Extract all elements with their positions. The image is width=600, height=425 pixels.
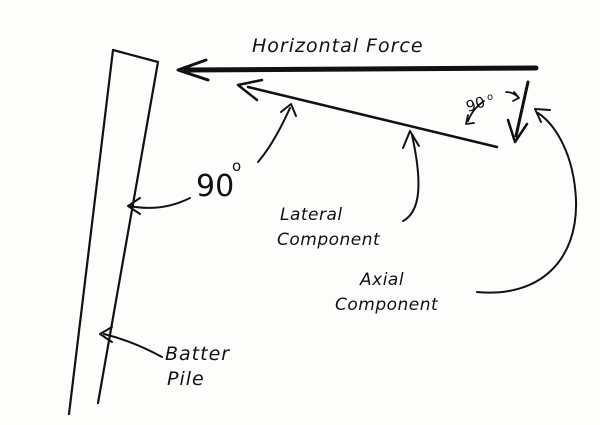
lateral-label-line2: Component (277, 230, 381, 250)
horizontal-force-head (176, 58, 210, 82)
batter-label-line2: Pile (167, 368, 205, 390)
axial-label-line1: Axial (359, 270, 404, 290)
horizontal-force-arrow (176, 58, 539, 82)
pointer-lateral-curve (402, 134, 420, 222)
pointer-lateral-label (402, 130, 420, 222)
angle-marker-left-head (465, 114, 475, 125)
lateral-label-line1: Lateral (280, 205, 343, 225)
pointer-batter-head (99, 326, 113, 343)
pointer-90-to-lateral (257, 103, 297, 163)
pointer-lateral-head (402, 130, 420, 149)
angle-marker-components (465, 91, 520, 125)
pointer-axial-head (534, 108, 551, 123)
pile-top-edge (111, 48, 160, 64)
pointer-batter-label (99, 326, 163, 358)
batter-pile (67, 48, 160, 416)
pile-right-edge (96, 60, 160, 405)
pointer-axial-label (476, 108, 578, 294)
lateral-head (236, 78, 264, 102)
pointer-90-lateral-curve (257, 107, 291, 163)
pointer-axial-curve (476, 112, 578, 294)
pointer-90-pile-curve (129, 197, 191, 209)
axial-head (506, 118, 529, 144)
angle-marker-left-arc (467, 100, 485, 122)
pointer-90-lateral-head (280, 103, 297, 117)
angle-label-pile: 90 (196, 169, 234, 204)
lateral-shaft (246, 85, 499, 149)
pointer-90-to-pile (127, 197, 191, 215)
lateral-component-arrow (236, 78, 499, 149)
axial-component-arrow (506, 80, 530, 144)
axial-shaft (514, 80, 530, 138)
angle-marker-right-head (512, 91, 520, 102)
pointer-90-pile-head (127, 197, 141, 215)
horizontal-force-label: Horizontal Force (252, 35, 424, 57)
batter-label-line1: Batter (165, 343, 230, 365)
pointer-batter-curve (103, 333, 163, 358)
horizontal-force-shaft (183, 65, 539, 73)
angle-label-pile-degree: o (232, 157, 241, 175)
axial-label-line2: Component (335, 295, 439, 315)
angle-label-components-degree: o (487, 92, 493, 103)
angle-label-components: 90 (464, 93, 488, 116)
pile-left-edge (67, 48, 115, 416)
